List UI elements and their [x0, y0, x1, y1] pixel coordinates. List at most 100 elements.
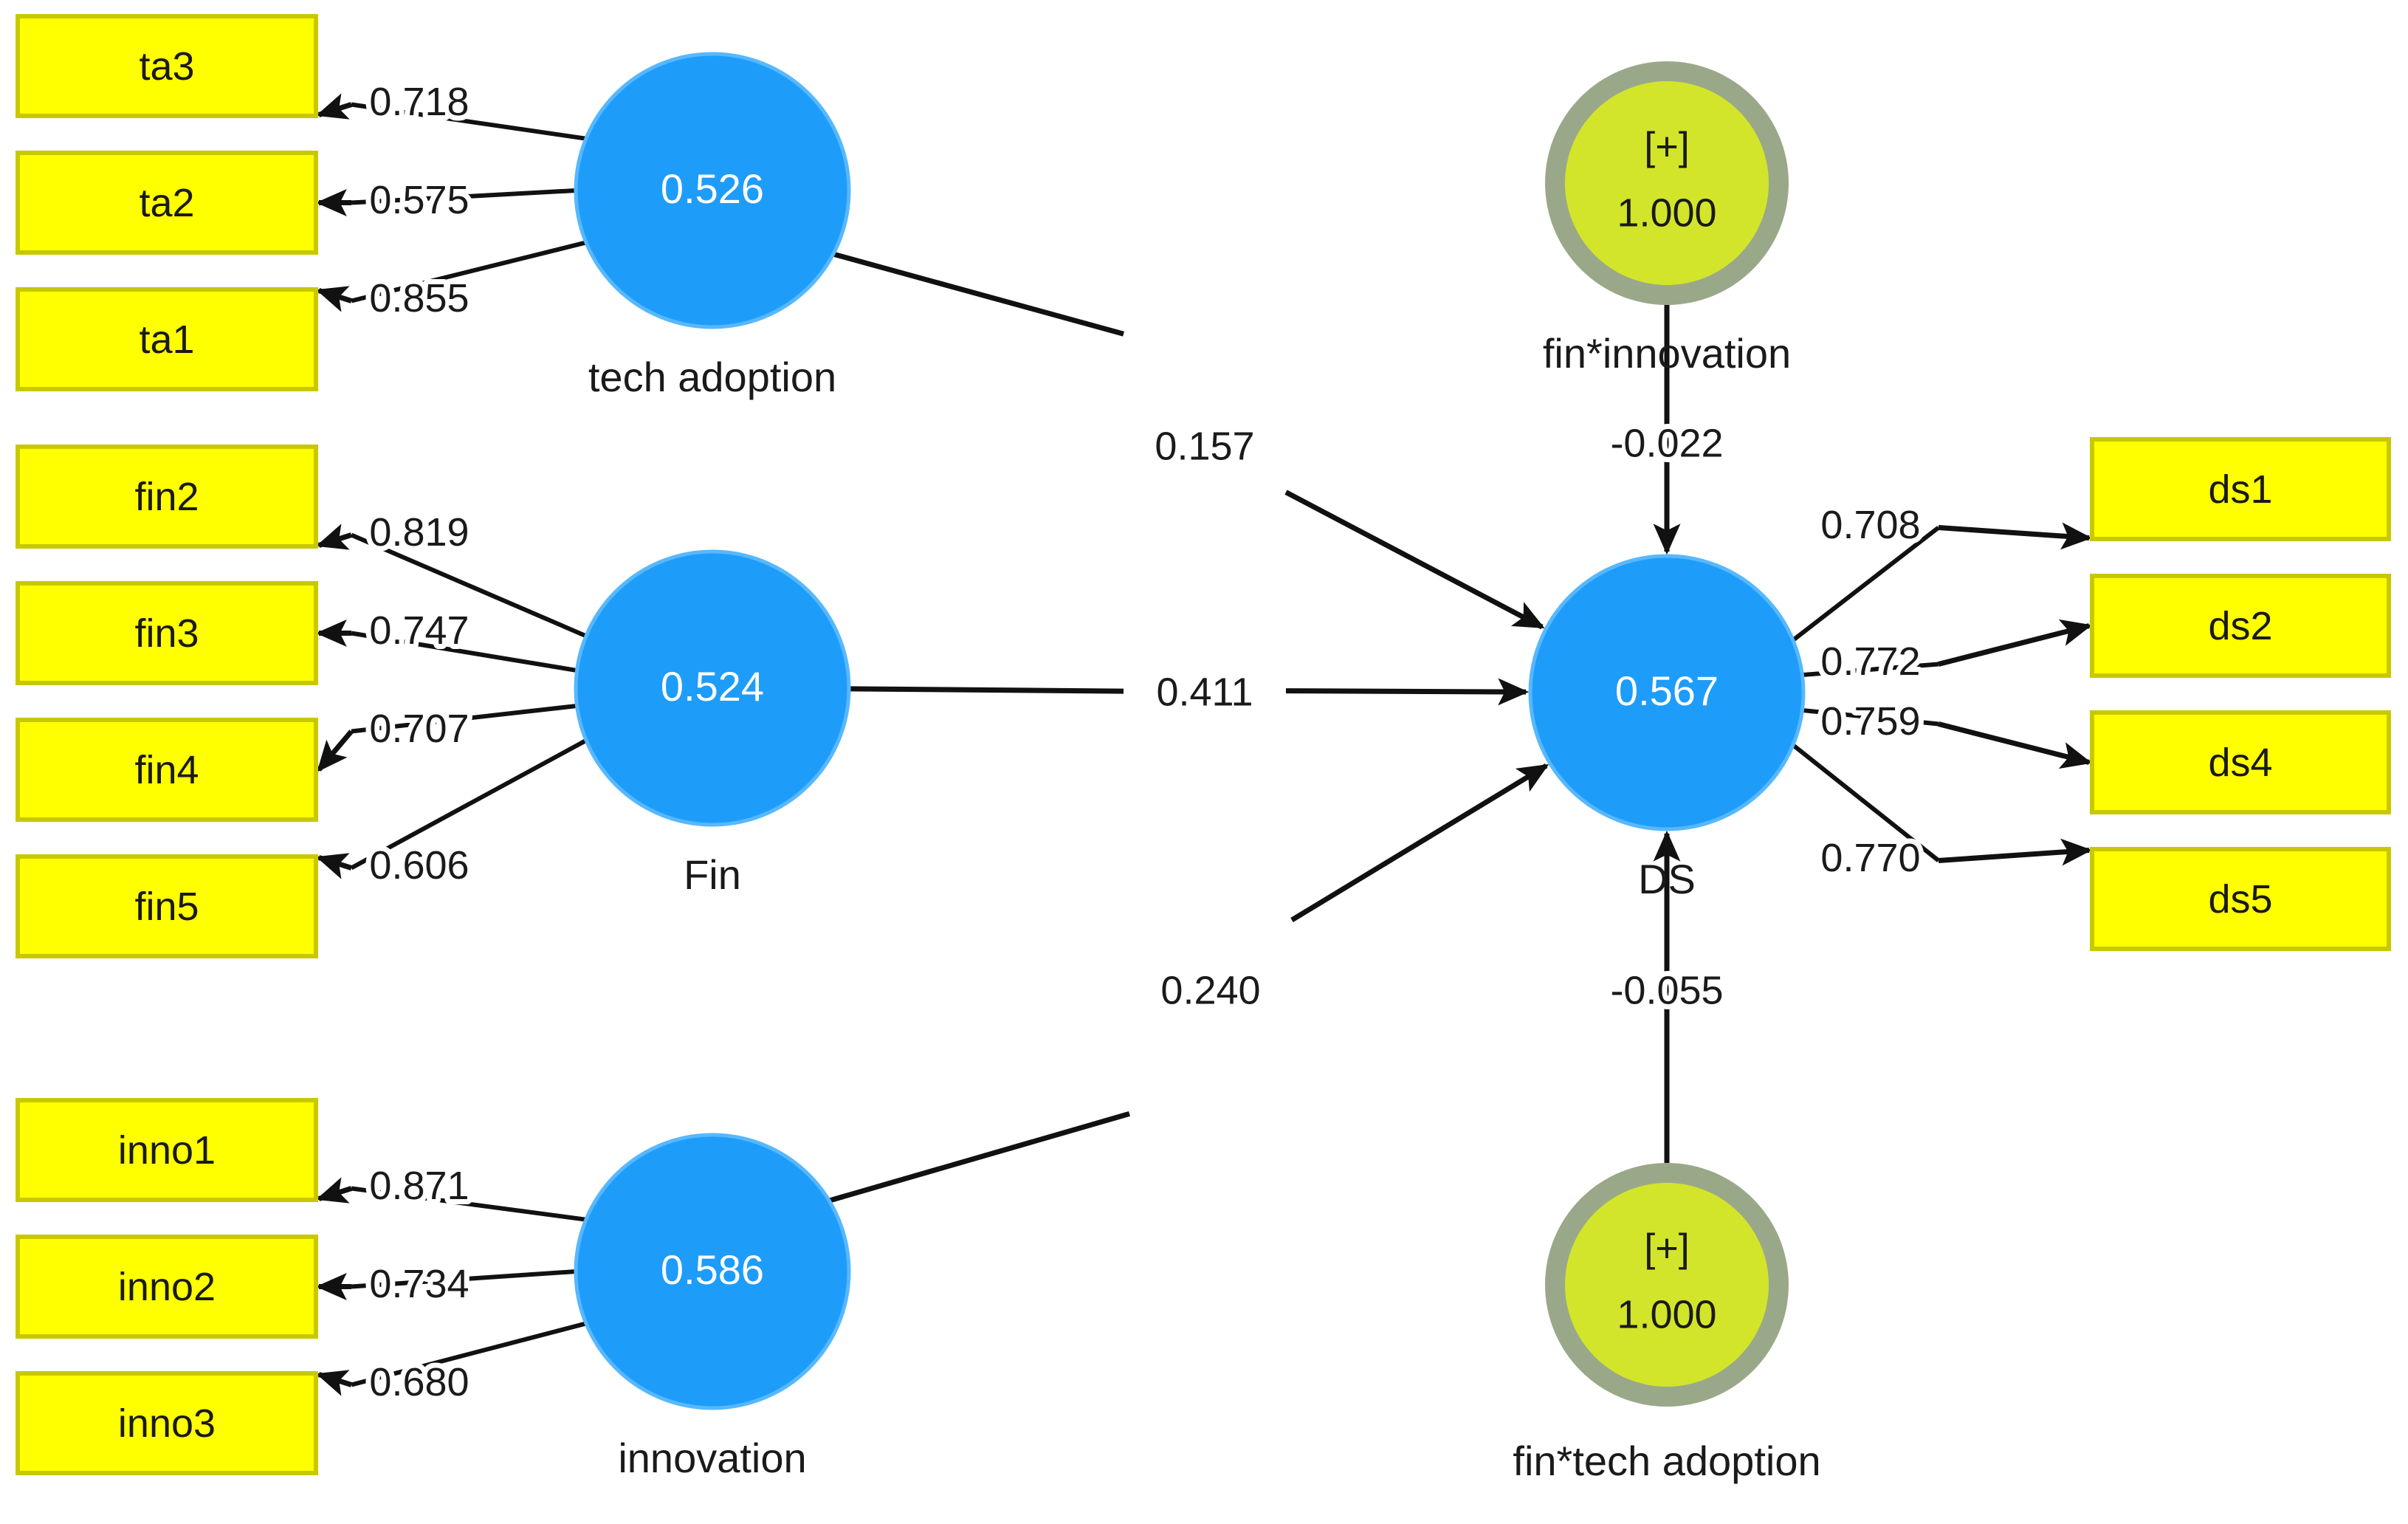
moderator-sign: [+]	[1644, 1226, 1690, 1270]
loading-coefficient: 0.871	[369, 1164, 469, 1208]
loading-coefficient: 0.772	[1820, 639, 1920, 684]
moderator-node[interactable]	[1565, 81, 1769, 285]
indicator-box[interactable]	[16, 1098, 318, 1202]
loading-coefficient: 0.575	[369, 178, 469, 222]
measurement-edge-inner	[351, 631, 578, 673]
loading-coefficient: 0.707	[369, 707, 469, 751]
indicator-box[interactable]	[16, 1235, 318, 1339]
measurement-edge-arrow	[317, 730, 354, 772]
indicator-label: fin5	[134, 885, 199, 929]
measurement-edge-arrow	[315, 93, 353, 120]
indicator-box[interactable]	[16, 718, 318, 822]
moderator-sign: [+]	[1644, 124, 1690, 168]
indicator-label: ds5	[2208, 877, 2272, 921]
measurement-edge-arrow	[1938, 522, 2093, 550]
construct-name: tech adoption	[588, 354, 836, 400]
indicator-label: ds4	[2208, 741, 2272, 785]
loading-coefficient: 0.855	[369, 276, 469, 320]
measurement-edge-inner	[351, 102, 588, 141]
construct-node[interactable]	[1528, 554, 1806, 831]
indicator-box[interactable]	[16, 444, 318, 549]
loading-coefficient: 0.747	[369, 608, 469, 653]
construct-name: DS	[1638, 856, 1696, 902]
loading-coefficient: 0.680	[369, 1360, 469, 1404]
path-coefficient: 0.157	[1155, 424, 1254, 468]
structural-path-arrow	[1285, 678, 1530, 706]
loading-coefficient: 0.718	[369, 80, 469, 124]
structural-path-segment	[832, 251, 1124, 337]
labels-layer: 0.718 0.575 0.855 0.819 0.747 0.707 0.606 0.871…	[364, 75, 1925, 1484]
measurement-edge-arrow	[1938, 721, 2093, 769]
moderator-name: fin*innovation	[1543, 330, 1791, 377]
indicator-box[interactable]	[16, 287, 318, 391]
indicator-box[interactable]	[16, 581, 318, 685]
loading-coefficient: 0.606	[369, 843, 469, 888]
measurement-edge-inner	[351, 1186, 588, 1222]
indicator-box[interactable]	[16, 151, 318, 255]
construct-node[interactable]	[574, 549, 851, 827]
moderator-value: 1.000	[1617, 190, 1716, 235]
measurement-edge-inner	[351, 703, 578, 734]
indicator-box[interactable]	[16, 854, 318, 958]
structural-path-segment	[848, 686, 1124, 694]
indicator-box[interactable]	[2090, 574, 2391, 678]
measurement-edge-inner	[1790, 526, 1940, 643]
construct-name: innovation	[618, 1435, 806, 1481]
indicator-label: ta3	[139, 44, 194, 89]
edges-layer	[315, 93, 2093, 1396]
indicator-label: inno2	[118, 1265, 216, 1309]
indicator-label: inno1	[118, 1128, 216, 1173]
indicator-label: ds1	[2208, 467, 2272, 512]
measurement-edge-inner	[351, 1321, 588, 1387]
measurement-edge-inner	[1802, 662, 1939, 678]
measurement-edge-arrow	[315, 524, 353, 550]
measurement-edge-inner	[351, 188, 577, 205]
loading-coefficient: 0.708	[1820, 503, 1920, 547]
measurement-edge-arrow	[315, 286, 353, 312]
indicator-box[interactable]	[16, 14, 318, 118]
indicator-box[interactable]	[2090, 710, 2391, 814]
moderator-node[interactable]	[1565, 1183, 1769, 1387]
construct-r2-value: 0.526	[661, 165, 764, 212]
indicator-box[interactable]	[2090, 847, 2391, 951]
path-coefficient: 0.411	[1156, 670, 1253, 714]
indicator-label: ds2	[2208, 604, 2272, 648]
moderator-name: fin*tech adoption	[1513, 1438, 1820, 1484]
moderator-coefficient: -0.022	[1610, 421, 1723, 465]
indicator-box[interactable]	[16, 1371, 318, 1475]
loading-coefficient: 0.819	[369, 510, 469, 555]
construct-r2-value: 0.524	[661, 663, 764, 710]
structural-path-arrow	[1290, 763, 1549, 923]
indicator-label: ta2	[139, 181, 194, 225]
moderator-coefficient: -0.055	[1610, 968, 1723, 1012]
indicator-label: fin3	[134, 611, 199, 656]
construct-name: Fin	[684, 851, 741, 898]
measurement-edge-inner	[350, 738, 588, 871]
nodes-layer: ta3ta2ta1fin2fin3fin4fin5inno1inno2inno3…	[16, 14, 2391, 1475]
measurement-edge-arrow	[1938, 838, 2093, 866]
loading-coefficient: 0.734	[369, 1262, 469, 1306]
loading-coefficient: 0.770	[1820, 836, 1920, 880]
construct-r2-value: 0.586	[661, 1246, 764, 1293]
structural-path-arrow	[1284, 490, 1545, 630]
measurement-edge-inner	[351, 1269, 577, 1289]
path-coefficient: 0.240	[1160, 968, 1260, 1012]
indicator-label: ta1	[139, 318, 194, 362]
measurement-edge-inner	[1801, 707, 1939, 727]
loading-coefficient: 0.759	[1820, 699, 1920, 744]
indicator-box[interactable]	[2090, 437, 2391, 541]
measurement-edge-arrow	[315, 1370, 353, 1396]
indicator-label: fin2	[134, 475, 199, 519]
measurement-edge-arrow	[315, 853, 353, 879]
construct-node[interactable]	[574, 1133, 851, 1410]
measurement-edge-arrow	[1938, 619, 2093, 667]
indicator-label: inno3	[118, 1401, 216, 1446]
measurement-edge-inner	[350, 532, 588, 639]
construct-node[interactable]	[574, 52, 851, 329]
moderator-value: 1.000	[1617, 1292, 1716, 1336]
measurement-edge-inner	[1790, 742, 1940, 862]
structural-path-segment	[828, 1111, 1130, 1204]
measurement-edge-arrow	[315, 1177, 353, 1204]
